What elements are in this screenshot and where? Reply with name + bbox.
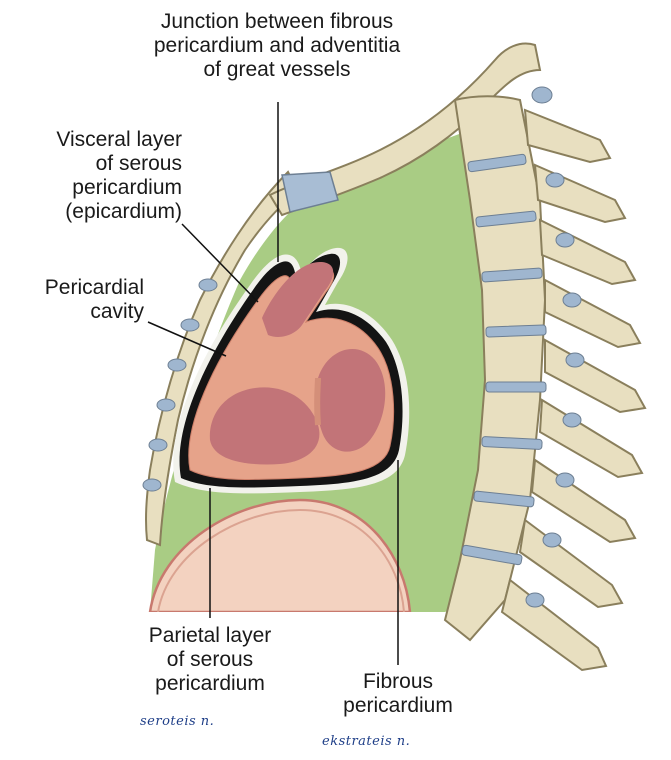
intervertebral-foramina [525,86,585,608]
leader-visceral [181,223,259,303]
diaphragm [148,498,412,614]
pericardium [173,247,410,494]
label-parietal-layer: Parietal layer of serous pericardium [148,624,272,695]
label-visceral-layer: Visceral layer of serous pericardium (ep… [56,128,182,223]
first-rib [268,42,542,217]
vertebral-column [443,86,647,672]
label-pericardial-cavity: Pericardial cavity [44,276,144,323]
ventricular-septum [314,377,321,426]
diaphragm-inner-rim [157,508,405,613]
right-ventricle [315,348,386,452]
handwritten-note-right: ekstrateis n. [322,734,411,749]
lower-white-band [140,612,480,622]
leader-lines [147,102,399,665]
label-fibrous-pericardium: Fibrous pericardium [343,670,453,717]
label-junction: Junction between fibrous pericardium and… [153,10,401,81]
sternum [145,170,300,547]
leader-cavity [147,321,227,357]
handwritten-note-left: seroteis n. [140,714,215,729]
aorta-chamber [262,262,334,337]
costal-cartilages [142,278,218,492]
manubrium-cartilage [281,171,339,213]
left-ventricle [209,387,320,465]
intervertebral-discs [461,153,547,566]
